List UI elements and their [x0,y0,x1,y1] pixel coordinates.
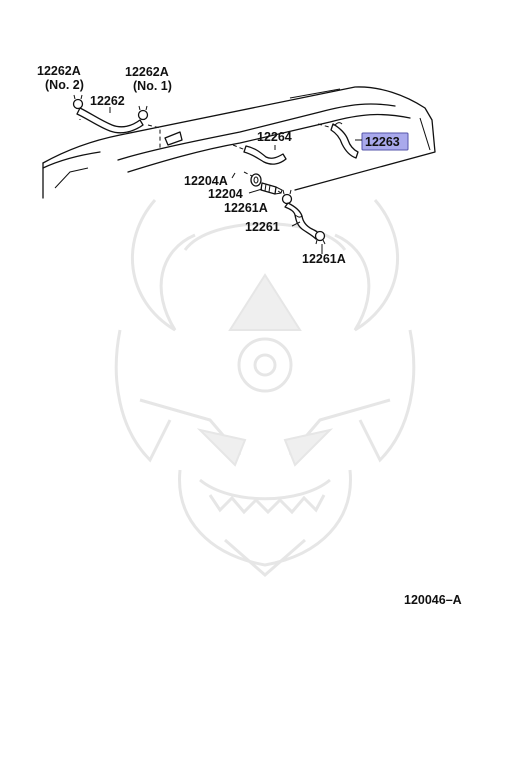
label-12261A-upper: 12261A [224,201,268,215]
label-12262A-no1-sub: (No. 1) [133,79,172,93]
label-12262A-no2-sub: (No. 2) [45,78,84,92]
grommet-12204A-icon [250,173,262,187]
label-12261: 12261 [245,220,280,234]
clamp-12261A-upper-icon [281,189,293,205]
cylinder-head-cover [42,86,436,199]
hose-12261 [284,202,321,240]
clamp-12262A-no1-icon [137,105,149,121]
figure-code: 120046–A [404,593,462,607]
leader-12204 [248,188,263,194]
label-12262: 12262 [90,94,125,108]
leader-12261 [291,221,301,227]
samurai-watermark-icon [114,199,416,577]
hose-12263 [330,122,359,159]
label-12264: 12264 [257,130,292,144]
label-12204: 12204 [208,187,243,201]
clamp-12261A-lower-icon [314,230,326,245]
label-12262A-no2: 12262A [37,64,81,78]
label-12204A: 12204A [184,174,228,188]
label-12262A-no1: 12262A [125,65,169,79]
label-12261A-lower: 12261A [302,252,346,266]
hose-12262 [76,107,144,134]
highlight-box-12263[interactable] [361,132,409,151]
hose-12264 [243,145,287,165]
pcv-valve-12204-icon [260,182,283,195]
clamp-12262A-no2-icon [72,94,84,110]
leader-12263 [317,123,334,129]
label-12263[interactable]: 12263 [365,135,400,149]
